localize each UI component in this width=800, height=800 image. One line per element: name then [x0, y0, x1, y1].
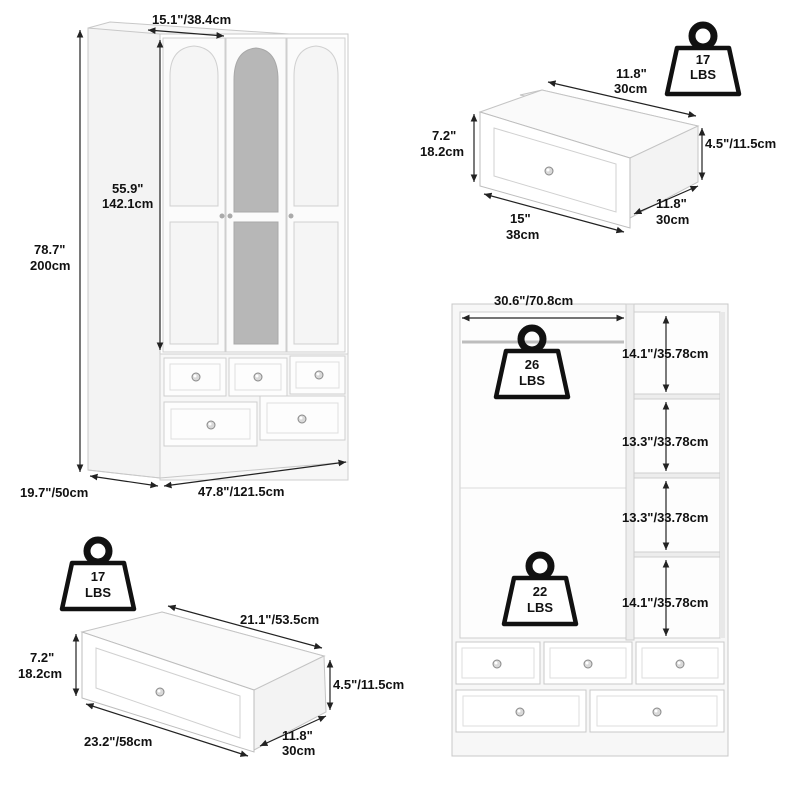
wardrobe-door-height-cm-label: 142.1cm: [102, 196, 153, 211]
left-door: [162, 37, 226, 353]
wardrobe-door-height-in-label: 55.9": [112, 181, 143, 196]
large-drawer-dimension-lines: [72, 604, 334, 757]
mirror-door: [225, 37, 287, 353]
wardrobe-width-label: 47.8"/121.5cm: [198, 484, 284, 499]
interior-hanging-width-label: 30.6"/70.8cm: [494, 293, 573, 308]
wardrobe-drawers: [163, 355, 346, 447]
small-drawer-front-height-cm-label: 18.2cm: [420, 144, 464, 159]
large-drawer-side-height-label: 4.5"/11.5cm: [333, 677, 404, 692]
right-door: [286, 37, 346, 353]
small-drawer-weight-icon: 17 LBS: [667, 25, 739, 94]
small-drawer-depth-cm-label: 30cm: [614, 81, 647, 96]
wardrobe-depth-top-label: 15.1"/38.4cm: [152, 12, 231, 27]
interior-shelf-2-label: 13.3"/33.78cm: [622, 434, 708, 449]
small-drawer-dimension-lines: [470, 80, 706, 234]
large-drawer-front-height-cm-label: 18.2cm: [18, 666, 62, 681]
wardrobe-front-view: [87, 21, 349, 481]
small-drawer-weight-unit: LBS: [690, 67, 716, 82]
small-drawer-weight-value: 17: [696, 52, 710, 67]
small-drawer-side-depth-cm-label: 30cm: [656, 212, 689, 227]
small-drawer-depth-in-label: 11.8": [616, 66, 647, 81]
interior-shelf-1-label: 14.1"/35.78cm: [622, 346, 708, 361]
small-drawer-side-depth-in-label: 11.8": [656, 196, 687, 211]
small-drawer-side-height-label: 4.5"/11.5cm: [705, 136, 776, 151]
large-drawer-side-depth-cm-label: 30cm: [282, 743, 315, 758]
small-drawer-width-cm-label: 38cm: [506, 227, 539, 242]
large-drawer-front-height-in-label: 7.2": [30, 650, 54, 665]
wardrobe-dimension-lines: [76, 27, 347, 489]
large-drawer-side-depth-in-label: 11.8": [282, 728, 313, 743]
small-drawer-width-in-label: 15": [510, 211, 531, 226]
interior-dimension-lines: [462, 314, 670, 636]
rod-weight-icon: 26 LBS: [496, 328, 568, 397]
large-drawer-weight-unit: LBS: [85, 585, 111, 600]
rod-weight-unit: LBS: [519, 373, 545, 388]
rod-weight-value: 26: [525, 357, 539, 372]
bottom-weight-unit: LBS: [527, 600, 553, 615]
bottom-weight-value: 22: [533, 584, 547, 599]
interior-shelf-4-label: 14.1"/35.78cm: [622, 595, 708, 610]
wardrobe-depth-bottom-label: 19.7"/50cm: [20, 485, 88, 500]
wardrobe-total-height-in-label: 78.7": [34, 242, 65, 257]
large-drawer-width-bottom-label: 23.2"/58cm: [84, 734, 152, 749]
small-drawer-front-height-in-label: 7.2": [432, 128, 456, 143]
interior-shelf-3-label: 13.3"/33.78cm: [622, 510, 708, 525]
bottom-weight-icon: 22 LBS: [504, 555, 576, 624]
wardrobe-interior-view: [451, 303, 729, 757]
large-drawer-width-top-label: 21.1"/53.5cm: [240, 612, 319, 627]
large-drawer-weight-value: 17: [91, 569, 105, 584]
large-drawer-weight-icon: 17 LBS: [62, 540, 134, 609]
interior-drawers: [455, 641, 725, 733]
wardrobe-total-height-cm-label: 200cm: [30, 258, 70, 273]
